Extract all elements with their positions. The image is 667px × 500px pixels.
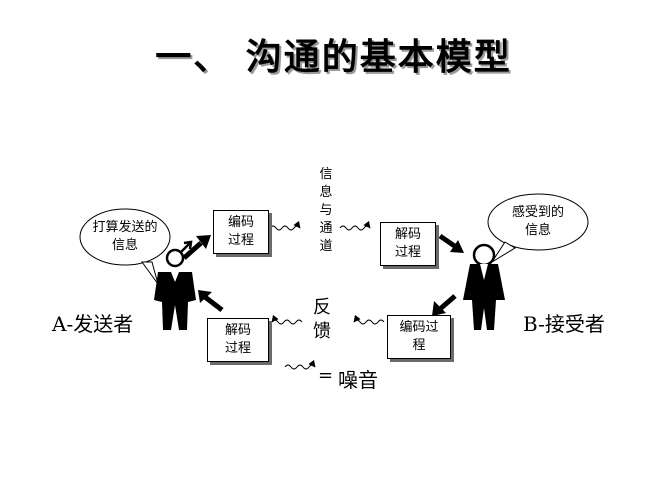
wavy-line-feedback-to-decode xyxy=(271,314,303,325)
receiver-encode-box: 编码过 程 xyxy=(387,315,451,359)
sender-thought-bubble-tail xyxy=(141,261,159,285)
wavy-line-encode-to-feedback xyxy=(353,314,385,325)
legend-wavy-line-icon xyxy=(284,359,316,370)
wavy-line-encode-to-channel xyxy=(269,220,301,231)
sender-label: A-发送者 xyxy=(52,312,134,336)
receiver-thought-bubble xyxy=(487,193,589,251)
sender-thought-text: 打算发送的 信息 xyxy=(92,220,158,253)
sender-encode-box: 编码 过程 xyxy=(213,210,269,254)
receiver-thought-text: 感受到的 信息 xyxy=(511,205,564,238)
legend-equals: = xyxy=(318,365,334,386)
receiver-thought-bubble-tail xyxy=(491,241,516,263)
legend-noise-label: 噪音 xyxy=(338,368,378,392)
feedback-label: 反馈 xyxy=(313,297,331,342)
sender-thought-bubble xyxy=(79,208,171,266)
channel-label: 信息与通道 xyxy=(319,167,333,254)
arrow-receiver-to-encode xyxy=(432,294,457,316)
male-figure-icon xyxy=(154,240,196,330)
receiver-label: B-接受者 xyxy=(523,312,605,336)
sender-decode-box: 解码 过程 xyxy=(207,318,269,362)
arrow-sender-to-encode xyxy=(182,235,211,260)
page-title: 一、 沟通的基本模型 xyxy=(155,37,512,78)
female-figure-icon xyxy=(463,243,505,330)
arrow-decode-to-sender xyxy=(198,290,224,312)
wavy-line-channel-to-decode xyxy=(339,220,371,231)
arrow-decode-to-receiver xyxy=(438,233,464,253)
receiver-decode-box: 解码 过程 xyxy=(380,222,436,266)
